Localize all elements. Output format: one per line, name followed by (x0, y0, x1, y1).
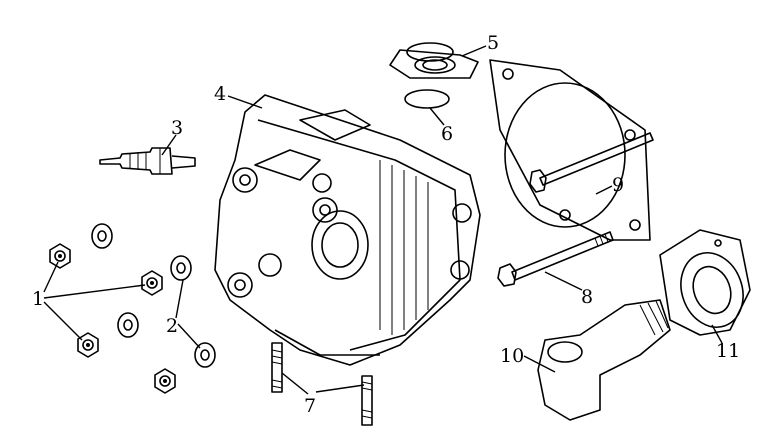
callout-1: 1 (32, 288, 44, 310)
callout-11: 11 (716, 340, 740, 362)
washers (91, 223, 216, 368)
cylinder-head (214, 94, 481, 366)
bolts (497, 132, 654, 287)
callout-5: 5 (487, 32, 499, 54)
callout-6: 6 (441, 123, 453, 145)
flange-nuts (49, 243, 176, 394)
intake-joint (659, 229, 751, 336)
spark-plug (99, 147, 196, 175)
intake-manifold (537, 299, 671, 421)
callout-4: 4 (214, 83, 226, 105)
callout-3: 3 (171, 117, 183, 139)
callout-7: 7 (304, 395, 316, 417)
intake-flange (389, 42, 479, 109)
cylinder-gasket (489, 59, 651, 241)
callout-9: 9 (612, 174, 624, 196)
leader-lines (43, 45, 723, 395)
callout-10: 10 (500, 345, 524, 367)
callout-2: 2 (166, 315, 178, 337)
studs (271, 342, 373, 426)
callout-8: 8 (581, 286, 593, 308)
